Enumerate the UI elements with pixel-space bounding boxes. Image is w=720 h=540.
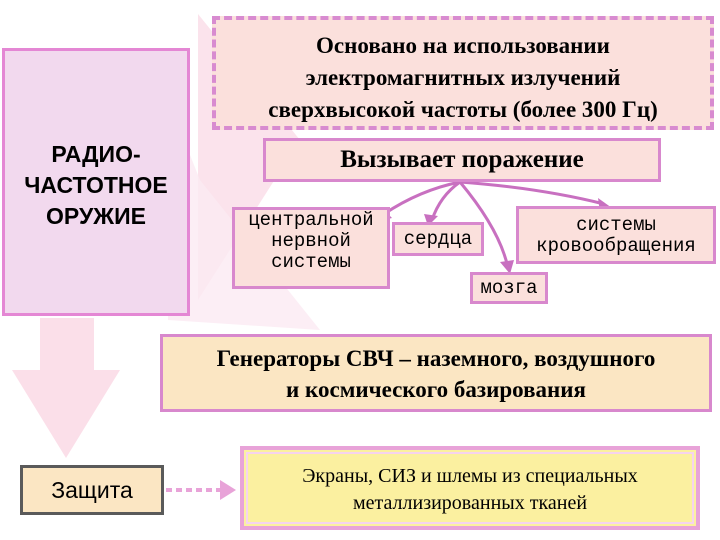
protection-means-line-2: металлизированных тканей [352, 492, 588, 514]
decor-arrow-down [12, 318, 120, 458]
basis-line-2: электромагнитных излучений [305, 65, 621, 90]
target-cns-line-3: системы [271, 251, 351, 273]
target-cns-line-2: нервной [271, 230, 351, 252]
generators-line-1: Генераторы СВЧ – наземного, воздушного [216, 346, 656, 371]
target-brain-label: мозга [480, 277, 538, 299]
target-cns-line-1: центральной [248, 209, 374, 231]
connector-circulation [459, 180, 605, 206]
protection-box: Защита [20, 465, 164, 515]
connector-brain-head [500, 260, 514, 274]
protection-means-box: Экраны, СИЗ и шлемы из специальных метал… [240, 446, 700, 530]
target-cns-box: центральной нервной системы [232, 207, 390, 289]
generators-line-2: и космического базирования [286, 377, 586, 402]
generators-box: Генераторы СВЧ – наземного, воздушного и… [160, 334, 712, 412]
target-heart-label: сердца [403, 228, 473, 250]
target-brain-box: мозга [470, 272, 548, 304]
connector-cns [383, 180, 461, 216]
basis-line-1: Основано на использовании [316, 33, 610, 58]
protection-connector-head [220, 480, 236, 500]
basis-box: Основано на использовании электромагнитн… [212, 16, 714, 130]
connector-brain [458, 181, 510, 269]
effect-box: Вызывает поражение [263, 138, 661, 182]
weapon-title-line-1: РАДИО- [51, 141, 141, 167]
weapon-title-box: РАДИО- ЧАСТОТНОЕ ОРУЖИЕ [2, 48, 190, 316]
weapon-title-line-3: ОРУЖИЕ [46, 203, 146, 229]
basis-line-3: сверхвысокой частоты (более 300 Гц) [268, 97, 658, 122]
effect-title: Вызывает поражение [340, 146, 584, 173]
target-circulation-box: системы кровообращения [516, 206, 716, 264]
target-circulation-line-1: системы [576, 214, 656, 236]
weapon-title-line-2: ЧАСТОТНОЕ [24, 172, 168, 198]
protection-label: Защита [51, 477, 133, 503]
target-heart-box: сердца [392, 222, 484, 256]
target-circulation-line-2: кровообращения [536, 235, 696, 257]
decor-arrow-mid [168, 100, 320, 330]
protection-means-line-1: Экраны, СИЗ и шлемы из специальных [302, 465, 638, 487]
